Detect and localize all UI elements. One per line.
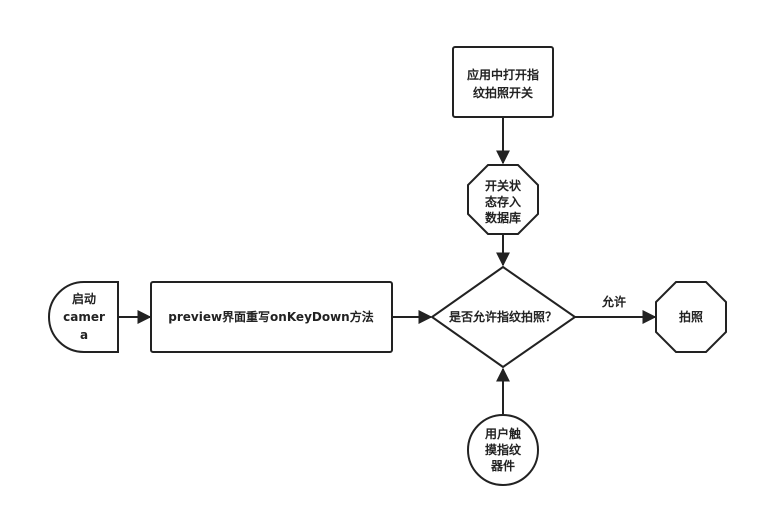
node-start[interactable]: 启动 camer a — [48, 281, 119, 353]
node-start-line-1: 启动 — [72, 291, 96, 306]
node-decision[interactable]: 是否允许指纹拍照？ — [430, 265, 577, 369]
node-switch-line-2: 纹拍照开关 — [473, 85, 533, 100]
node-switch[interactable]: 应用中打开指 纹拍照开关 — [452, 46, 554, 118]
node-db[interactable]: 开关状 态存入 数据库 — [467, 164, 539, 235]
node-decision-label: 是否允许指纹拍照？ — [448, 309, 557, 324]
node-photo[interactable]: 拍照 — [655, 281, 727, 353]
node-db-line-3: 数据库 — [485, 210, 521, 225]
node-start-line-2: camer — [63, 310, 105, 324]
node-photo-label: 拍照 — [679, 309, 703, 324]
edge-label-allow: 允许 — [601, 294, 626, 309]
node-db-line-1: 开关状 — [485, 178, 522, 193]
node-touch[interactable]: 用户触 摸指纹 器件 — [467, 414, 539, 486]
node-touch-line-1: 用户触 — [484, 426, 521, 441]
node-start-line-3: a — [80, 328, 88, 342]
node-switch-line-1: 应用中打开指 — [467, 67, 539, 82]
node-touch-line-2: 摸指纹 — [485, 442, 522, 457]
node-preview-label: preview界面重写onKeyDown方法 — [168, 309, 373, 324]
node-touch-line-3: 器件 — [490, 458, 515, 473]
node-db-line-2: 态存入 — [485, 194, 521, 209]
node-preview[interactable]: preview界面重写onKeyDown方法 — [150, 281, 393, 353]
